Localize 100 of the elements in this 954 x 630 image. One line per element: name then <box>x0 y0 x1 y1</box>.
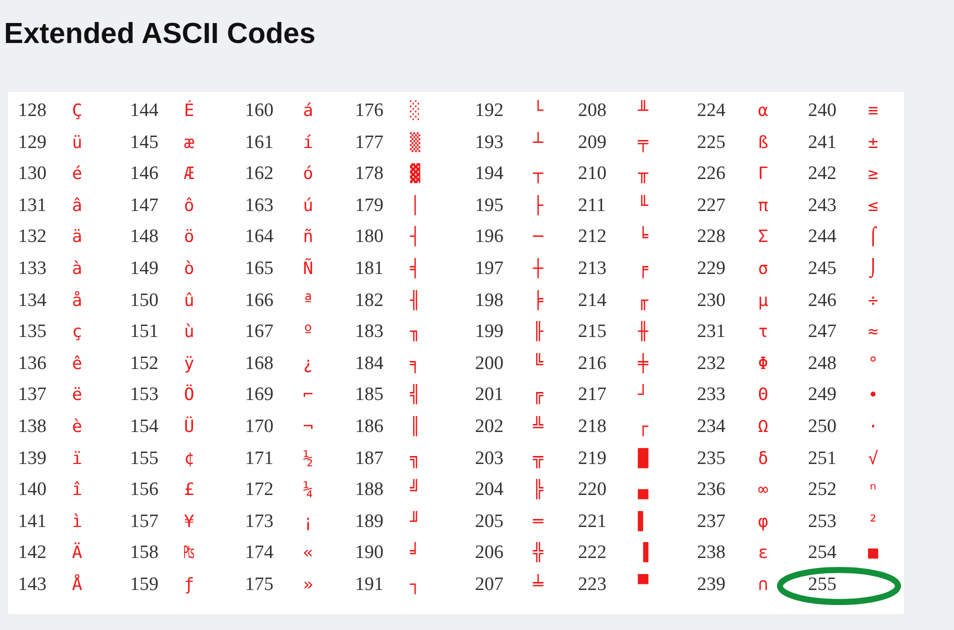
code-number: 129 <box>18 132 46 154</box>
code-number: 159 <box>130 574 158 596</box>
code-number: 186 <box>355 416 384 438</box>
code-number: 253 <box>808 510 836 533</box>
character-glyph: ▐ <box>638 542 648 564</box>
code-number: 135 <box>18 321 46 344</box>
code-number: 198 <box>475 290 504 312</box>
character-glyph: ∩ <box>758 574 768 596</box>
code-number: 152 <box>130 352 158 375</box>
character-glyph: · <box>868 416 878 438</box>
code-number: 247 <box>808 321 836 344</box>
code-number: 202 <box>475 416 504 438</box>
character-glyph: ▌ <box>638 510 648 533</box>
code-number: 234 <box>697 416 726 438</box>
code-number: 248 <box>808 352 836 375</box>
code-number: 183 <box>355 321 384 344</box>
code-number: 246 <box>808 290 836 312</box>
character-glyph: Ü <box>184 416 194 438</box>
character-glyph: ñ <box>303 226 314 248</box>
code-number: 160 <box>245 100 274 122</box>
code-number: 171 <box>245 448 274 470</box>
code-number: 226 <box>697 163 726 186</box>
character-glyph: ÷ <box>868 290 878 312</box>
code-number: 204 <box>475 479 504 502</box>
character-glyph: └ <box>533 100 544 122</box>
character-glyph: ├ <box>533 194 544 217</box>
character-glyph: æ <box>184 132 194 154</box>
character-glyph: é <box>72 163 82 186</box>
character-glyph: ▀ <box>638 574 648 596</box>
character-glyph: º <box>303 321 314 344</box>
code-number: 217 <box>578 384 606 406</box>
character-glyph: τ <box>758 321 768 344</box>
code-number: 128 <box>18 100 46 122</box>
code-number: 154 <box>130 416 158 438</box>
code-number: 208 <box>578 100 606 122</box>
character-glyph: ╠ <box>533 479 544 502</box>
character-glyph: Æ <box>184 163 194 186</box>
code-number: 237 <box>697 510 726 533</box>
character-glyph: ╧ <box>533 574 544 596</box>
code-number: 213 <box>578 258 606 280</box>
code-number: 193 <box>475 132 504 154</box>
character-glyph: Φ <box>758 352 768 375</box>
character-glyph: ┴ <box>533 132 544 154</box>
code-number: 134 <box>18 290 46 312</box>
code-number: 220 <box>578 479 606 502</box>
character-glyph: ═ <box>533 510 544 533</box>
character-glyph: µ <box>758 290 768 312</box>
character-glyph: ╩ <box>533 416 544 438</box>
character-glyph: ≡ <box>868 100 878 122</box>
code-number: 233 <box>697 384 726 406</box>
character-glyph: à <box>72 258 82 280</box>
code-number: 206 <box>475 542 504 564</box>
character-glyph: ± <box>868 132 878 154</box>
code-number: 205 <box>475 510 504 533</box>
character-glyph: ╗ <box>410 448 420 470</box>
character-glyph: ╙ <box>638 194 648 217</box>
character-glyph: » <box>303 574 314 596</box>
character-glyph: ° <box>868 352 878 375</box>
character-glyph: ï <box>72 448 82 470</box>
code-number: 174 <box>245 542 274 564</box>
code-number: 176 <box>355 100 384 122</box>
code-number: 235 <box>697 448 726 470</box>
character-glyph: α <box>758 100 768 122</box>
character-glyph: ╫ <box>638 321 648 344</box>
code-number: 157 <box>130 510 158 533</box>
character-glyph: ▓ <box>410 163 420 186</box>
character-glyph: ô <box>184 194 194 217</box>
code-number: 146 <box>130 163 158 186</box>
character-glyph: ¬ <box>303 416 314 438</box>
character-glyph: ∞ <box>758 479 768 502</box>
character-glyph: ¥ <box>184 510 194 533</box>
code-number: 218 <box>578 416 606 438</box>
character-glyph: Θ <box>758 384 768 406</box>
character-glyph: Σ <box>758 226 768 248</box>
character-glyph: ƒ <box>184 574 194 596</box>
character-glyph: Ö <box>184 384 194 406</box>
character-glyph: ⌐ <box>303 384 314 406</box>
code-number: 133 <box>18 258 46 280</box>
character-glyph: ╨ <box>638 100 648 122</box>
code-number: 139 <box>18 448 46 470</box>
code-number: 227 <box>697 194 726 217</box>
code-number: 209 <box>578 132 606 154</box>
code-number: 158 <box>130 542 158 564</box>
code-number: 142 <box>18 542 46 564</box>
character-glyph: ╥ <box>638 163 648 186</box>
code-number: 251 <box>808 448 836 470</box>
code-number: 170 <box>245 416 274 438</box>
code-number: 190 <box>355 542 384 564</box>
character-glyph: ╛ <box>410 542 420 564</box>
code-number: 162 <box>245 163 274 186</box>
code-number: 187 <box>355 448 384 470</box>
character-glyph: █ <box>638 448 648 470</box>
code-number: 151 <box>130 321 158 344</box>
code-number: 245 <box>808 258 836 280</box>
character-glyph: ╟ <box>533 321 544 344</box>
code-number: 200 <box>475 352 504 375</box>
code-number: 180 <box>355 226 384 248</box>
character-glyph: σ <box>758 258 768 280</box>
character-glyph: ε <box>758 542 768 564</box>
code-number: 221 <box>578 510 606 533</box>
